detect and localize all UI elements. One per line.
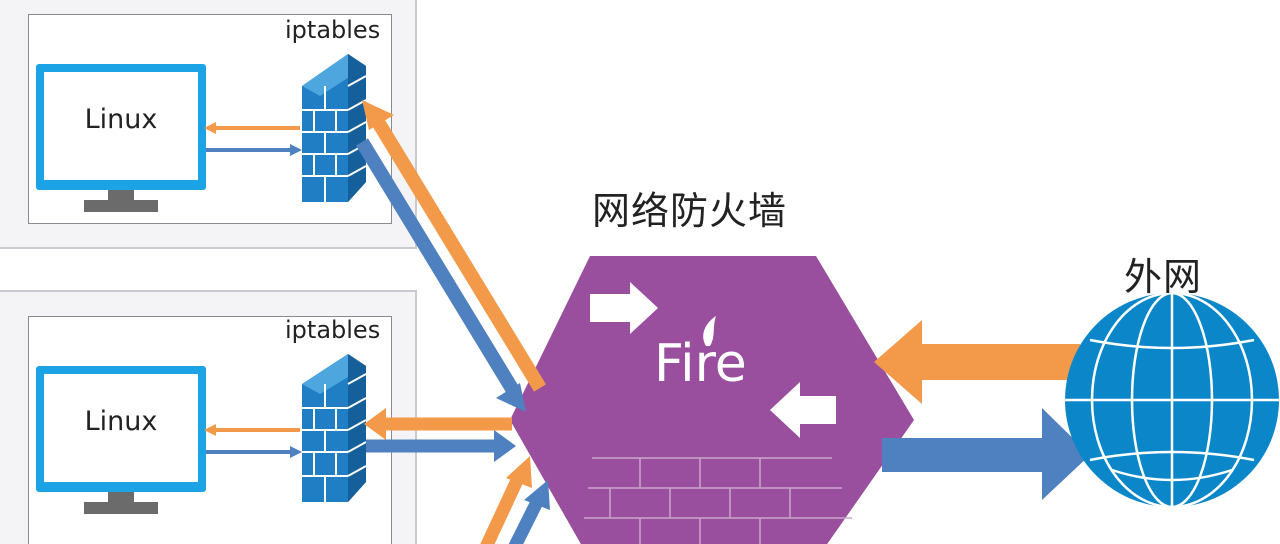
- brick-wall-icon: [302, 354, 367, 502]
- linux-label-top: Linux: [84, 104, 158, 135]
- hexagon-firewall-icon: [510, 256, 914, 544]
- host-top-firewall-arrows: [356, 100, 546, 412]
- host-bottom-firewall-arrows: [364, 408, 516, 462]
- monitor-icon: [36, 366, 206, 514]
- internet-label: 外网: [1124, 255, 1203, 299]
- linux-label-bottom: Linux: [84, 406, 158, 437]
- host-top-traffic-arrows: [204, 122, 302, 156]
- globe-icon: [1065, 291, 1279, 509]
- host-bottom-traffic-arrows: [204, 424, 302, 458]
- monitor-icon: [36, 64, 206, 212]
- iptables-label-bottom: iptables: [285, 316, 381, 344]
- iptables-label-top: iptables: [285, 16, 381, 44]
- fire-logo-text: Fire: [654, 334, 747, 394]
- firewall-title: 网络防火墙: [592, 189, 788, 233]
- lower-offscreen-arrows: [480, 456, 550, 544]
- internet-firewall-arrows: [874, 320, 1090, 500]
- brick-wall-icon: [302, 54, 367, 202]
